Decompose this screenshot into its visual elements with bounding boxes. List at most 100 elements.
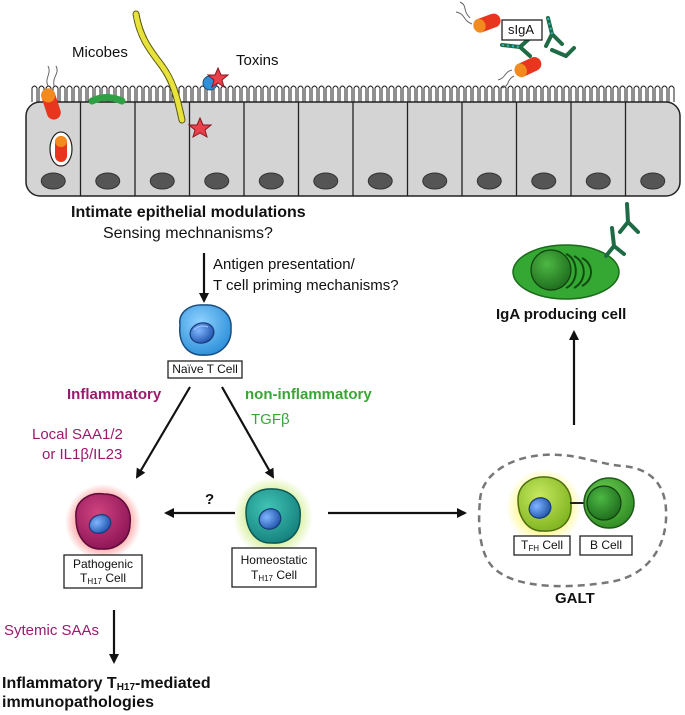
systemic-saas-label: Sytemic SAAs [4, 622, 100, 639]
epithelium-subtitle: Sensing mechnanisms? [103, 225, 273, 242]
microvillus [346, 85, 353, 102]
homeostatic-th17-cell [233, 477, 313, 557]
internalized-bacterium [49, 131, 73, 167]
microvillus [234, 85, 241, 102]
microvillus [220, 85, 227, 102]
microvillus [367, 85, 374, 102]
microvillus [409, 85, 416, 102]
epithelium-title: Intimate epithelial modulations [71, 204, 306, 221]
microvillus [598, 85, 605, 102]
microvillus [556, 85, 563, 102]
antigen-line2: T cell priming mechanisms? [213, 277, 399, 294]
siga-bacteria-cluster [455, 1, 576, 89]
microvillus [584, 85, 591, 102]
microvillus [136, 85, 143, 102]
epithelial-nucleus [531, 172, 557, 190]
microbe-bacterium-left [41, 65, 61, 120]
microvillus [444, 85, 451, 102]
microvillus [157, 85, 164, 102]
filamentous-bacterium [132, 10, 186, 124]
epithelial-nucleus [204, 172, 230, 190]
microvillus [633, 85, 640, 102]
epithelial-nucleus [476, 172, 502, 190]
tfh-label-box [513, 535, 571, 556]
microvillus [297, 85, 304, 102]
microvillus [262, 85, 269, 102]
microvilli [31, 85, 675, 102]
microvillus [304, 85, 311, 102]
microvillus [388, 85, 395, 102]
microvillus [612, 85, 619, 102]
iga-producing-cell [512, 244, 620, 300]
microvillus [241, 85, 248, 102]
microvillus [59, 85, 66, 102]
microvillus [150, 85, 157, 102]
arrow-to-pathogenic [135, 386, 191, 479]
inflammatory-label: Inflammatory [67, 386, 162, 403]
microvillus [248, 85, 255, 102]
microvillus [402, 85, 409, 102]
b-cell [583, 477, 635, 529]
microvillus [549, 85, 556, 102]
microvillus [472, 85, 479, 102]
microvillus [164, 85, 171, 102]
epithelial-nucleus [95, 172, 121, 190]
microvillus [437, 85, 444, 102]
microvillus [332, 85, 339, 102]
microvillus [381, 85, 388, 102]
homeostatic-label-box [231, 547, 317, 588]
microvillus [507, 85, 514, 102]
local-saa-label: Local SAA1/2 [32, 426, 123, 443]
tgfb-label: TGFβ [251, 411, 290, 428]
microvillus [647, 85, 654, 102]
microvillus [626, 85, 633, 102]
microvillus [318, 85, 325, 102]
microvillus [129, 85, 136, 102]
microvillus [528, 85, 535, 102]
microvillus [227, 85, 234, 102]
epithelial-nucleus [640, 172, 666, 190]
iga-cell-label: IgA producing cell [496, 306, 627, 323]
microvillus [577, 85, 584, 102]
microvillus [192, 85, 199, 102]
microvillus [479, 85, 486, 102]
antigen-line1: Antigen presentation/ [213, 256, 355, 273]
microvillus [458, 85, 465, 102]
microvillus [311, 85, 318, 102]
microvillus [430, 85, 437, 102]
naive-label: Naïve T Cell [172, 362, 238, 376]
toxin-molecule [202, 66, 230, 91]
microvillus [535, 85, 542, 102]
microvillus [199, 85, 206, 102]
microvillus [290, 85, 297, 102]
microvillus [500, 85, 507, 102]
microvillus [605, 85, 612, 102]
outcome-line1: Inflammatory TH17-mediated [2, 675, 211, 693]
microvillus [31, 85, 38, 102]
microvillus [654, 85, 661, 102]
pathogenic-line1: Pathogenic [72, 557, 134, 571]
microvillus [451, 85, 458, 102]
arrow-to-homeostatic [221, 386, 274, 479]
epithelial-nucleus [585, 172, 611, 190]
il1b-il23-label: or IL1β/IL23 [42, 446, 123, 463]
noninflammatory-label: non-inflammatory [245, 386, 372, 403]
naive-t-cell [179, 304, 232, 356]
microvillus [360, 85, 367, 102]
b-cell-label-box [579, 535, 633, 556]
microvillus [563, 85, 570, 102]
microvillus [269, 85, 276, 102]
microbes-label: Micobes [72, 44, 128, 61]
microvillus [80, 85, 87, 102]
microvillus [66, 85, 73, 102]
microvillus [486, 85, 493, 102]
microvillus [570, 85, 577, 102]
microvillus [73, 85, 80, 102]
siga-label: sIgA [508, 22, 535, 37]
microvillus [465, 85, 472, 102]
pathogenic-label-box [63, 554, 143, 589]
galt-label: GALT [555, 590, 595, 607]
epithelial-nucleus [258, 172, 284, 190]
epithelial-cells [25, 101, 681, 197]
